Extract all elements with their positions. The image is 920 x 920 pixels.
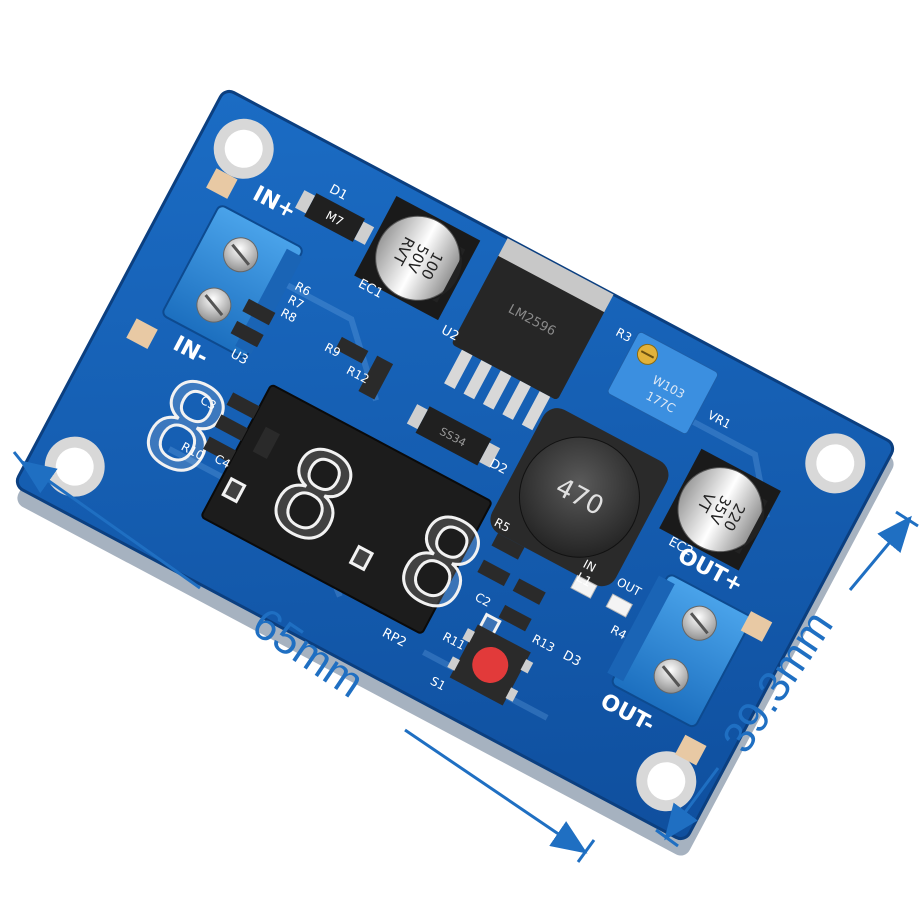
mounting-hole xyxy=(44,436,105,497)
regulator-u2: LM2596 xyxy=(444,238,614,431)
label-r7: R7 xyxy=(285,292,306,312)
label-u2: U2 xyxy=(439,323,462,345)
label-led-in: IN xyxy=(581,557,599,575)
label-l1: L1 xyxy=(573,570,594,591)
label-r3: R3 xyxy=(613,325,634,345)
inductor-l1: 470 xyxy=(490,408,669,587)
input-terminal-block xyxy=(162,205,303,358)
dimension-tick xyxy=(576,839,596,863)
mounting-holes xyxy=(44,118,866,812)
label-c3: C3 xyxy=(198,393,219,413)
dimension-arrow xyxy=(664,767,720,841)
led-indicators xyxy=(570,574,633,618)
mounting-hole xyxy=(213,118,274,179)
led-out xyxy=(605,593,633,618)
mounting-hole xyxy=(805,433,866,494)
label-r5: R5 xyxy=(492,515,513,535)
dimension-arrow xyxy=(19,460,201,590)
smd-components xyxy=(203,298,546,632)
label-c2: C2 xyxy=(473,590,494,610)
solder-pads xyxy=(126,168,773,766)
label-r4: R4 xyxy=(608,622,629,642)
label-r6: R6 xyxy=(292,279,313,299)
capacitor-ec2: 220 35V VT xyxy=(659,448,781,571)
diode-d2: SS34 xyxy=(406,404,501,468)
label-r9: R9 xyxy=(322,340,343,360)
trimmer-potentiometer[interactable]: W103 177C xyxy=(607,331,719,435)
mounting-hole xyxy=(636,751,697,812)
button-cap[interactable] xyxy=(466,641,515,690)
label-c4: C4 xyxy=(212,451,233,471)
pcb-board: M7 100 50V RVT LM2596 xyxy=(15,89,895,856)
diode-d1: M7 xyxy=(295,190,375,245)
dimension-arrow xyxy=(404,728,588,854)
dimension-arrow xyxy=(848,515,912,591)
dimension-tick xyxy=(655,828,679,848)
label-s1: S1 xyxy=(428,674,448,694)
output-terminal-block xyxy=(607,574,753,728)
label-r8: R8 xyxy=(278,306,299,326)
led-in xyxy=(570,574,598,599)
capacitor-ec1: 100 50V RVT xyxy=(354,196,481,321)
label-u3: U3 xyxy=(228,347,251,369)
push-button-s1[interactable] xyxy=(443,621,537,709)
